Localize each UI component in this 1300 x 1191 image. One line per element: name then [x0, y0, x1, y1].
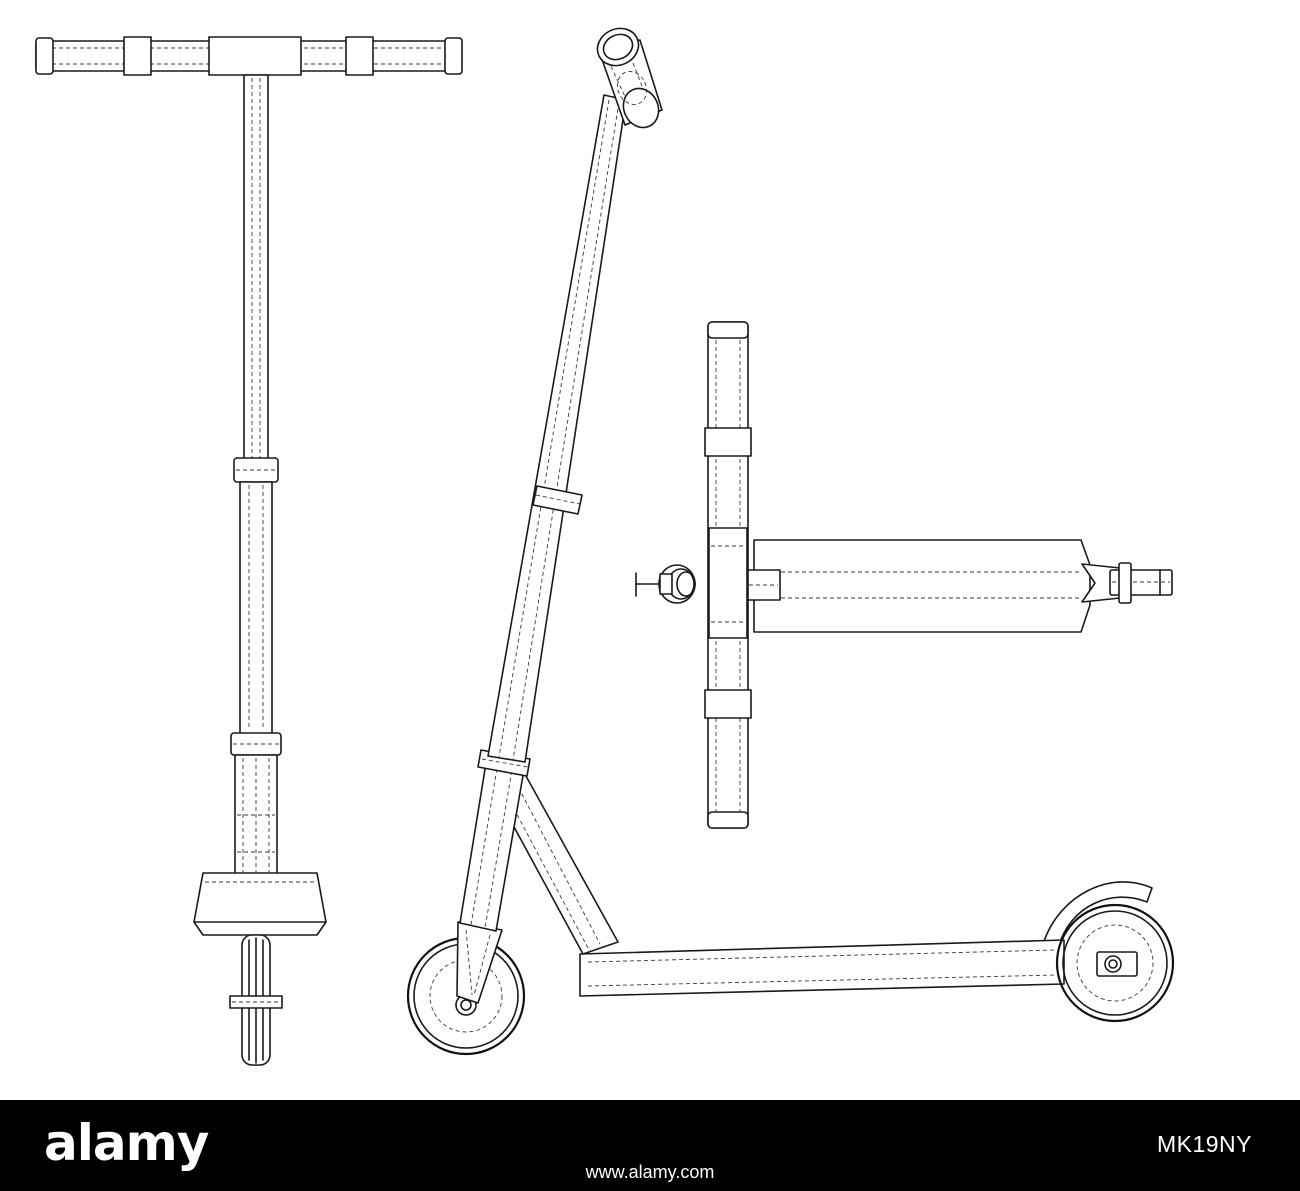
front-handlebar [35, 36, 463, 76]
side-view [406, 27, 1175, 1056]
site-url: www.alamy.com [585, 1162, 715, 1182]
top-rear-axle [1081, 562, 1173, 604]
side-lower-stem [459, 749, 531, 932]
front-wheel [229, 934, 283, 1066]
brand-logo: alamy [44, 1114, 209, 1172]
technical-drawing [35, 27, 1175, 1066]
front-view [35, 36, 463, 1066]
front-stem [233, 74, 279, 735]
front-fork [230, 732, 282, 876]
top-deck [753, 539, 1091, 633]
side-upper-stem [487, 94, 627, 763]
image-id: MK19NY [1156, 1131, 1252, 1157]
side-fork [456, 921, 503, 1004]
front-deck-plate [193, 872, 327, 936]
watermark-footer: alamy MK19NY www.alamy.com [0, 1100, 1300, 1191]
side-handlebar [596, 27, 663, 129]
top-handlebar [704, 321, 752, 829]
side-deck [579, 939, 1065, 997]
top-view [635, 321, 1173, 829]
side-rear-wheel [1055, 903, 1175, 1023]
